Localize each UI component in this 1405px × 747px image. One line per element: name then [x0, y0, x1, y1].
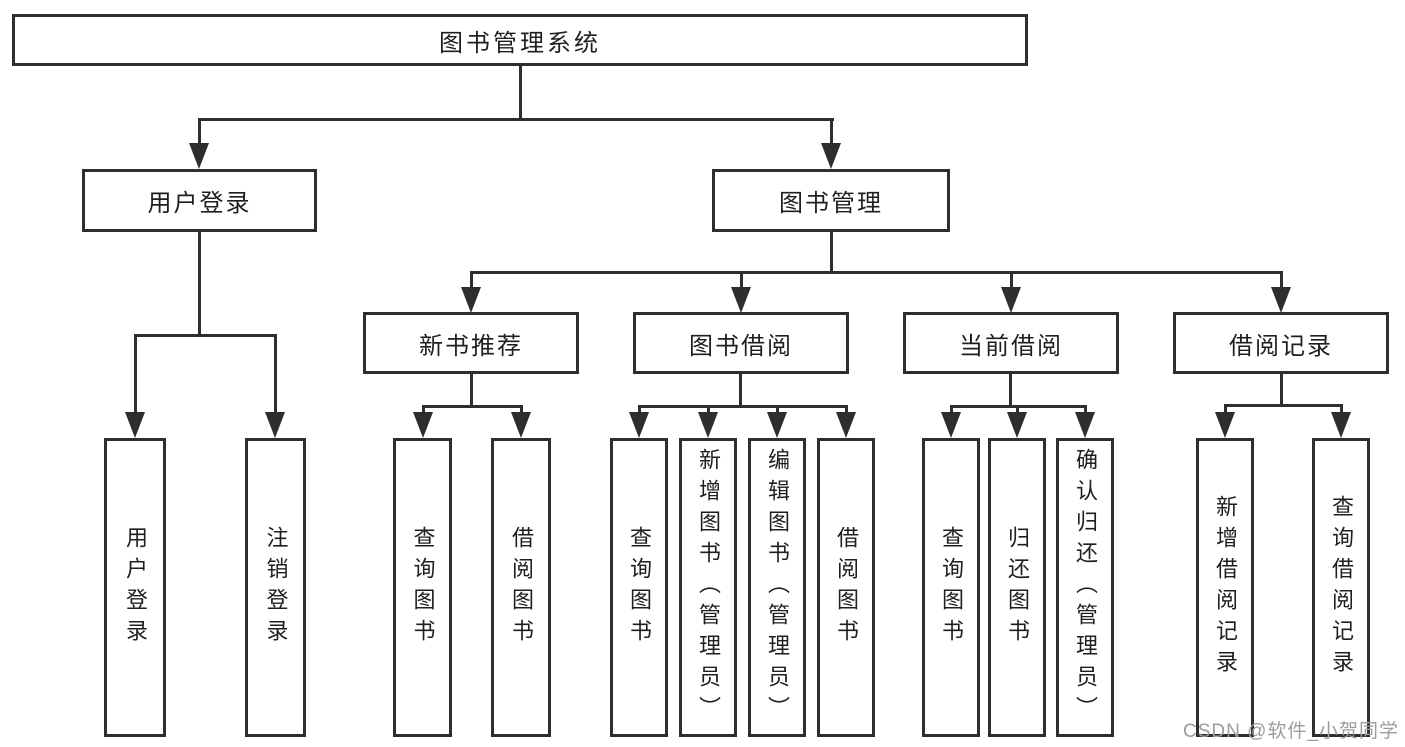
node-label: 查询图书 — [627, 525, 652, 650]
connector-stem-bb-query — [638, 405, 641, 414]
arrowhead-down-icon — [941, 412, 961, 438]
arrowhead-down-icon — [767, 412, 787, 438]
connector-borrow-record-down — [1280, 372, 1283, 406]
connector-stem-user-login-group — [198, 118, 201, 146]
node-recommend-borrow-books: 借阅图书 — [491, 438, 551, 737]
arrowhead-down-icon — [1075, 412, 1095, 438]
node-edit-books-admin: 编辑图书（管理员） — [748, 438, 806, 737]
node-book-mgmt: 图书管理 — [712, 169, 950, 232]
arrowhead-down-icon — [1331, 412, 1351, 438]
node-label: 注销登录 — [263, 525, 289, 650]
node-label: 新增借阅记录 — [1213, 494, 1238, 681]
connector-root-stem — [519, 64, 522, 121]
arrowhead-down-icon — [413, 412, 433, 438]
arrowhead-down-icon — [265, 412, 285, 438]
node-root-label: 图书管理系统 — [439, 29, 601, 57]
connector-current-borrow-down — [1009, 372, 1012, 408]
connector-stem-br-query — [1340, 404, 1343, 414]
connector-user-group-branch — [134, 334, 277, 337]
node-return-books: 归还图书 — [988, 438, 1046, 737]
node-book-borrow: 图书借阅 — [633, 312, 849, 374]
arrowhead-down-icon — [629, 412, 649, 438]
connector-stem-br-add — [1224, 404, 1227, 414]
connector-book-borrow-branch — [638, 405, 848, 408]
node-recommend-query-books: 查询图书 — [393, 438, 452, 737]
connector-stem-rec-borrow — [520, 405, 523, 414]
node-label: 编辑图书（管理员） — [765, 448, 790, 727]
arrowhead-down-icon — [698, 412, 718, 438]
node-current-borrow: 当前借阅 — [903, 312, 1119, 374]
connector-root-branch — [198, 118, 834, 121]
arrowhead-down-icon — [731, 287, 751, 313]
arrowhead-down-icon — [125, 412, 145, 438]
node-label: 图书借阅 — [689, 332, 793, 360]
connector-stem-book-borrow — [740, 271, 743, 289]
node-label: 查询图书 — [410, 525, 436, 650]
node-label: 借阅图书 — [509, 525, 534, 650]
connector-new-book-down — [470, 372, 473, 408]
node-current-query-books: 查询图书 — [922, 438, 980, 737]
node-label: 新书推荐 — [419, 332, 523, 360]
node-label: 新增图书（管理员） — [696, 448, 721, 727]
connector-book-borrow-down — [739, 372, 742, 408]
arrowhead-down-icon — [1007, 412, 1027, 438]
node-label: 图书管理 — [779, 190, 883, 217]
connector-stem-cb-query — [950, 405, 953, 414]
arrowhead-down-icon — [511, 412, 531, 438]
node-confirm-return-admin: 确认归还（管理员） — [1056, 438, 1114, 737]
connector-new-book-branch — [422, 405, 523, 408]
connector-stem-borrow-record — [1280, 271, 1283, 289]
arrowhead-down-icon — [821, 143, 841, 169]
node-label: 归还图书 — [1005, 525, 1030, 650]
connector-stem-bb-borrow — [845, 405, 848, 414]
node-query-borrow-record: 查询借阅记录 — [1312, 438, 1370, 737]
csdn-watermark: CSDN @软件_小贺同学 — [1183, 721, 1399, 742]
node-borrow-query-books: 查询图书 — [610, 438, 668, 737]
node-new-book-recommend: 新书推荐 — [363, 312, 579, 374]
arrowhead-down-icon — [189, 143, 209, 169]
node-label: 确认归还（管理员） — [1073, 448, 1098, 727]
arrowhead-down-icon — [1001, 287, 1021, 313]
node-root-system: 图书管理系统 — [12, 14, 1028, 66]
connector-stem-bb-add — [707, 405, 710, 414]
node-label: 用户登录 — [147, 190, 252, 217]
connector-stem-new-book — [470, 271, 473, 289]
arrowhead-down-icon — [461, 287, 481, 313]
node-borrow-books: 借阅图书 — [817, 438, 875, 737]
node-borrow-record: 借阅记录 — [1173, 312, 1389, 374]
node-user-login-group: 用户登录 — [82, 169, 317, 232]
connector-stem-cb-return — [1016, 405, 1019, 414]
node-label: 用户登录 — [123, 525, 148, 650]
connector-stem-logout — [274, 334, 277, 414]
connector-stem-rec-query — [422, 405, 425, 414]
arrowhead-down-icon — [1215, 412, 1235, 438]
node-label: 查询图书 — [939, 525, 964, 650]
node-user-login: 用户登录 — [104, 438, 166, 737]
node-label: 借阅图书 — [834, 525, 859, 650]
arrowhead-down-icon — [1271, 287, 1291, 313]
connector-stem-bb-edit — [776, 405, 779, 414]
node-add-borrow-record: 新增借阅记录 — [1196, 438, 1254, 737]
node-add-books-admin: 新增图书（管理员） — [679, 438, 737, 737]
node-label: 查询借阅记录 — [1329, 494, 1354, 681]
connector-stem-cb-confirm — [1084, 405, 1087, 414]
node-logout-login: 注销登录 — [245, 438, 306, 737]
connector-stem-current-borrow — [1010, 271, 1013, 289]
node-label: 借阅记录 — [1229, 332, 1333, 360]
arrowhead-down-icon — [836, 412, 856, 438]
connector-mgmt-down — [830, 230, 833, 273]
connector-stem-book-mgmt — [830, 118, 833, 146]
node-label: 当前借阅 — [959, 332, 1063, 360]
connector-mgmt-branch — [470, 271, 1283, 274]
connector-user-group-down — [198, 230, 201, 336]
connector-borrow-record-branch — [1224, 404, 1343, 407]
connector-stem-user-login — [134, 334, 137, 414]
